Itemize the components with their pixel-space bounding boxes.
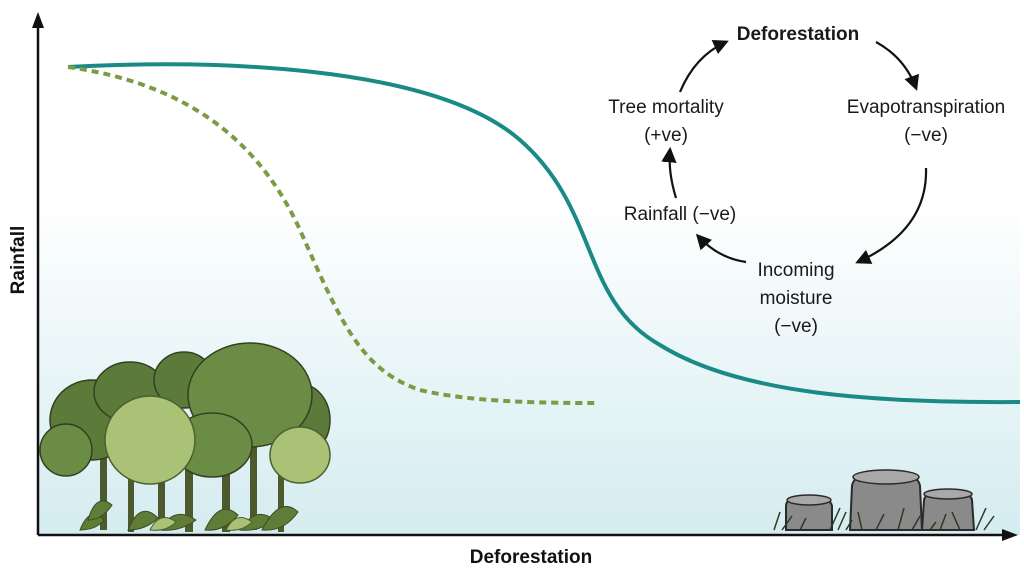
y-axis-label: Rainfall [8,226,29,295]
cycle-node-incoming-moisture-line2: moisture [760,288,833,309]
x-axis-label: Deforestation [470,547,592,568]
cycle-node-deforestation: Deforestation [737,24,859,45]
cycle-node-evapotranspiration: Evapotranspiration [847,97,1005,118]
cycle-node-incoming-moisture-sign: (−ve) [774,316,818,337]
cycle-node-evapotranspiration-sign: (−ve) [904,125,948,146]
cycle-node-tree-mortality-sign: (+ve) [644,125,688,146]
cycle-node-tree-mortality: Tree mortality [608,97,724,118]
cycle-node-incoming-moisture: Incoming [757,260,834,281]
cycle-node-rainfall: Rainfall (−ve) [624,204,736,225]
